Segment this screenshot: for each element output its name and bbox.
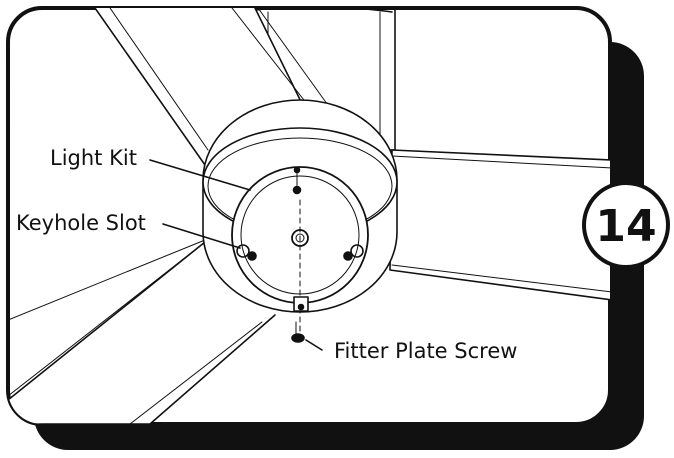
label-light-kit: Light Kit [50, 146, 137, 170]
step-number: 14 [595, 201, 656, 252]
label-keyhole-slot: Keyhole Slot [16, 211, 146, 235]
label-fitter-plate-screw: Fitter Plate Screw [334, 339, 517, 363]
step-badge: 14 [584, 183, 668, 267]
